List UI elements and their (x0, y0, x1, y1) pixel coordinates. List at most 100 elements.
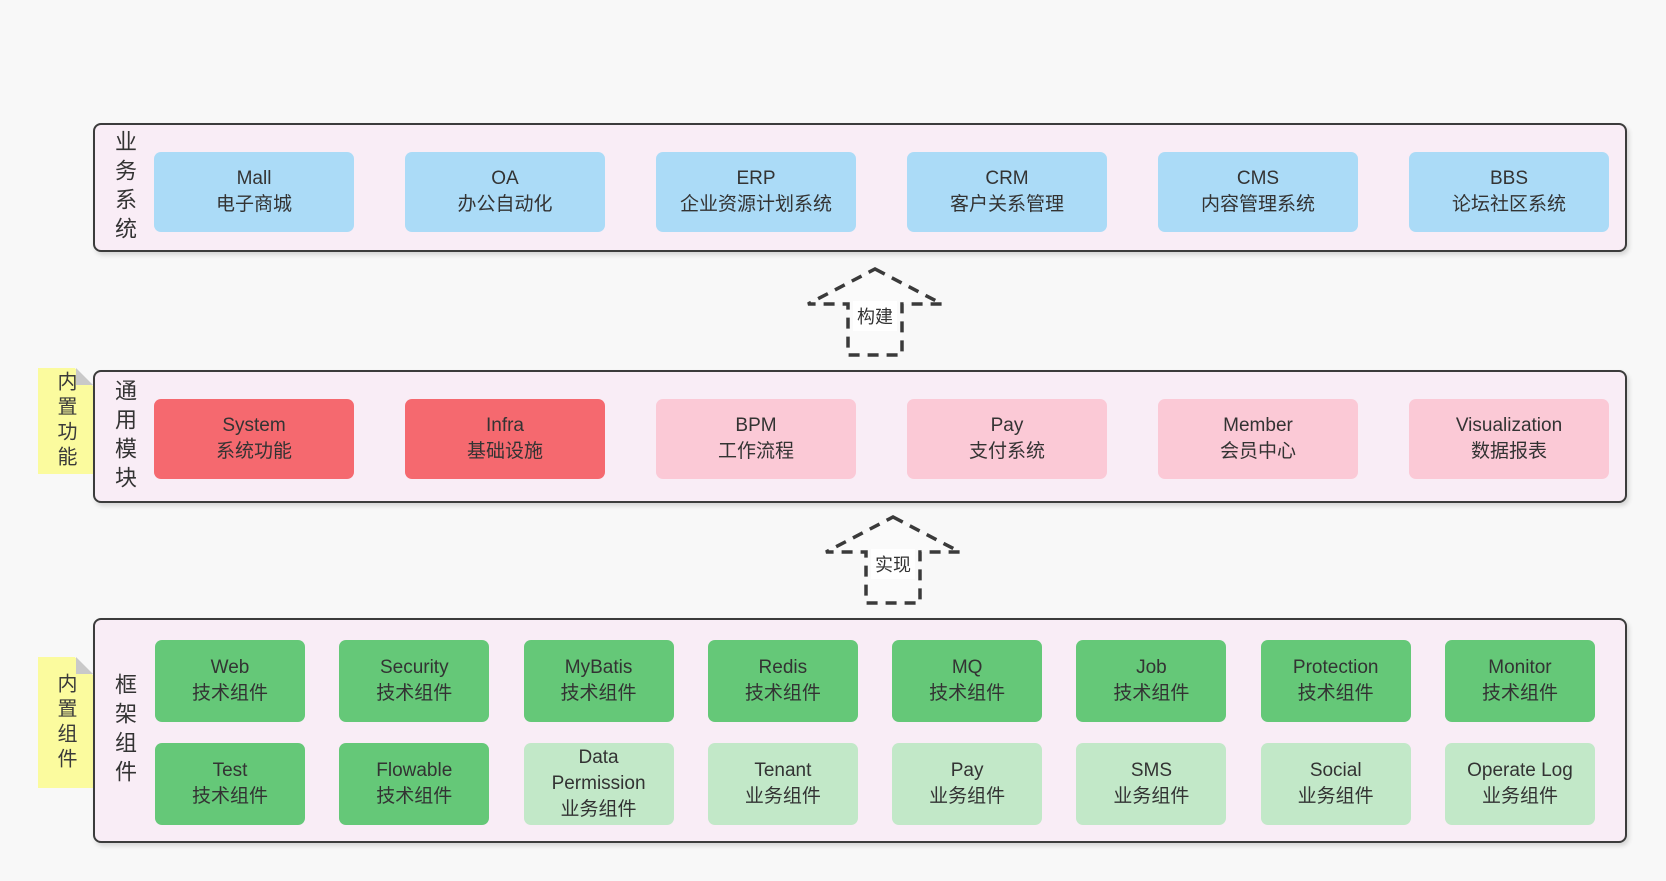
box-subtitle: 工作流程 (717, 441, 794, 462)
box-visualization: Visualization 数据报表 (1409, 399, 1609, 479)
box-subtitle: 会员中心 (1219, 441, 1296, 462)
box-subtitle: 客户关系管理 (949, 194, 1064, 215)
box-subtitle: 技术组件 (191, 786, 268, 807)
box-title: SMS (1130, 760, 1172, 781)
box-subtitle: 技术组件 (744, 683, 821, 704)
box-subtitle: 技术组件 (1113, 683, 1190, 704)
box-title: Test (212, 760, 248, 781)
box-title: Web (210, 657, 250, 678)
box-member: Member 会员中心 (1158, 399, 1358, 479)
sticky-note-text: 内置功能 (54, 371, 76, 471)
arrow-implement: 实现 (818, 514, 968, 606)
box-subtitle: 数据报表 (1470, 441, 1547, 462)
box-title: Pay (990, 415, 1024, 436)
box-subtitle: 电子商城 (215, 194, 292, 215)
box-subtitle: 系统功能 (215, 441, 292, 462)
layer-framework-components: 框架组件 Web 技术组件 Security 技术组件 MyBatis 技术组件… (93, 618, 1627, 843)
box-subtitle: 技术组件 (191, 683, 268, 704)
box-subtitle: 业务组件 (560, 799, 637, 820)
box-subtitle: 支付系统 (968, 441, 1045, 462)
note-fold-corner (76, 657, 93, 674)
box-title: Infra (485, 415, 525, 436)
box-title: Pay (950, 760, 984, 781)
box-system: System 系统功能 (154, 399, 354, 479)
box-title: OA (491, 168, 519, 189)
box-subtitle: 基础设施 (466, 441, 543, 462)
box-job: Job 技术组件 (1076, 640, 1227, 722)
box-mall: Mall 电子商城 (154, 152, 354, 232)
components-box-row-1: Web 技术组件 Security 技术组件 MyBatis 技术组件 Redi… (155, 640, 1595, 722)
box-title: BBS (1489, 168, 1529, 189)
box-pay-component: Pay 业务组件 (892, 743, 1043, 825)
box-title: Mall (236, 168, 272, 189)
arrow-build: 构建 (800, 266, 950, 358)
box-subtitle: 技术组件 (560, 683, 637, 704)
box-title: CRM (985, 168, 1029, 189)
arrow-build-label: 构建 (853, 301, 897, 331)
layer-label-modules: 通用模块 (112, 378, 137, 495)
box-title: MyBatis (564, 657, 633, 678)
box-tenant: Tenant 业务组件 (707, 743, 858, 825)
box-title: CMS (1236, 168, 1280, 189)
box-subtitle: 技术组件 (376, 683, 453, 704)
box-infra: Infra 基础设施 (405, 399, 605, 479)
box-subtitle: 业务组件 (744, 786, 821, 807)
box-test: Test 技术组件 (155, 743, 305, 825)
box-subtitle: 技术组件 (929, 683, 1006, 704)
box-title: Member (1223, 415, 1293, 436)
box-title: Operate Log (1467, 760, 1573, 781)
box-subtitle: 技术组件 (1481, 683, 1558, 704)
box-security: Security 技术组件 (339, 640, 490, 722)
box-title: ERP (736, 168, 776, 189)
box-title: Flowable (376, 760, 453, 781)
box-monitor: Monitor 技术组件 (1444, 640, 1595, 722)
layer-common-modules: 通用模块 System 系统功能 Infra 基础设施 BPM 工作流程 Pay… (93, 370, 1627, 503)
box-data-permission: Data Permission 业务组件 (523, 743, 674, 825)
box-title: BPM (735, 415, 777, 436)
box-mybatis: MyBatis 技术组件 (523, 640, 674, 722)
box-social: Social 业务组件 (1260, 743, 1411, 825)
box-title: Redis (758, 657, 808, 678)
layer-label-business: 业务系统 (112, 129, 137, 246)
layer-label-components: 框架组件 (112, 672, 137, 789)
box-cms: CMS 内容管理系统 (1158, 152, 1358, 232)
layer-business-systems: 业务系统 Mall 电子商城 OA 办公自动化 ERP 企业资源计划系统 CRM… (93, 123, 1627, 252)
box-subtitle: 业务组件 (1113, 786, 1190, 807)
box-title: System (222, 415, 286, 436)
business-box-row: Mall 电子商城 OA 办公自动化 ERP 企业资源计划系统 CRM 客户关系… (154, 152, 1609, 232)
box-bpm: BPM 工作流程 (656, 399, 856, 479)
sticky-note-builtin-components: 内置组件 (38, 657, 93, 788)
box-crm: CRM 客户关系管理 (907, 152, 1107, 232)
box-sms: SMS 业务组件 (1076, 743, 1227, 825)
modules-box-row: System 系统功能 Infra 基础设施 BPM 工作流程 Pay 支付系统… (154, 399, 1609, 479)
sticky-note-text: 内置组件 (54, 672, 76, 773)
box-protection: Protection 技术组件 (1260, 640, 1411, 722)
box-pay: Pay 支付系统 (907, 399, 1107, 479)
box-title: Visualization (1455, 415, 1563, 436)
box-bbs: BBS 论坛社区系统 (1409, 152, 1609, 232)
box-title: Security (379, 657, 449, 678)
box-title: Protection (1292, 657, 1379, 678)
box-subtitle: 业务组件 (1297, 786, 1374, 807)
box-redis: Redis 技术组件 (707, 640, 858, 722)
box-subtitle: 论坛社区系统 (1451, 194, 1566, 215)
box-oa: OA 办公自动化 (405, 152, 605, 232)
box-web: Web 技术组件 (155, 640, 305, 722)
box-title: Social (1309, 760, 1362, 781)
box-subtitle: 技术组件 (1297, 683, 1374, 704)
box-subtitle: 业务组件 (929, 786, 1006, 807)
box-title: MQ (951, 657, 983, 678)
box-title: Tenant (754, 760, 812, 781)
arrow-implement-label: 实现 (871, 549, 915, 579)
box-operate-log: Operate Log 业务组件 (1444, 743, 1595, 825)
box-subtitle: 内容管理系统 (1200, 194, 1315, 215)
box-erp: ERP 企业资源计划系统 (656, 152, 856, 232)
box-flowable: Flowable 技术组件 (339, 743, 490, 825)
sticky-note-builtin-features: 内置功能 (38, 368, 93, 474)
box-title: Monitor (1488, 657, 1552, 678)
box-subtitle: 企业资源计划系统 (679, 194, 832, 215)
components-box-row-2: Test 技术组件 Flowable 技术组件 Data Permission … (155, 743, 1595, 825)
box-mq: MQ 技术组件 (892, 640, 1043, 722)
box-subtitle: 业务组件 (1481, 786, 1558, 807)
